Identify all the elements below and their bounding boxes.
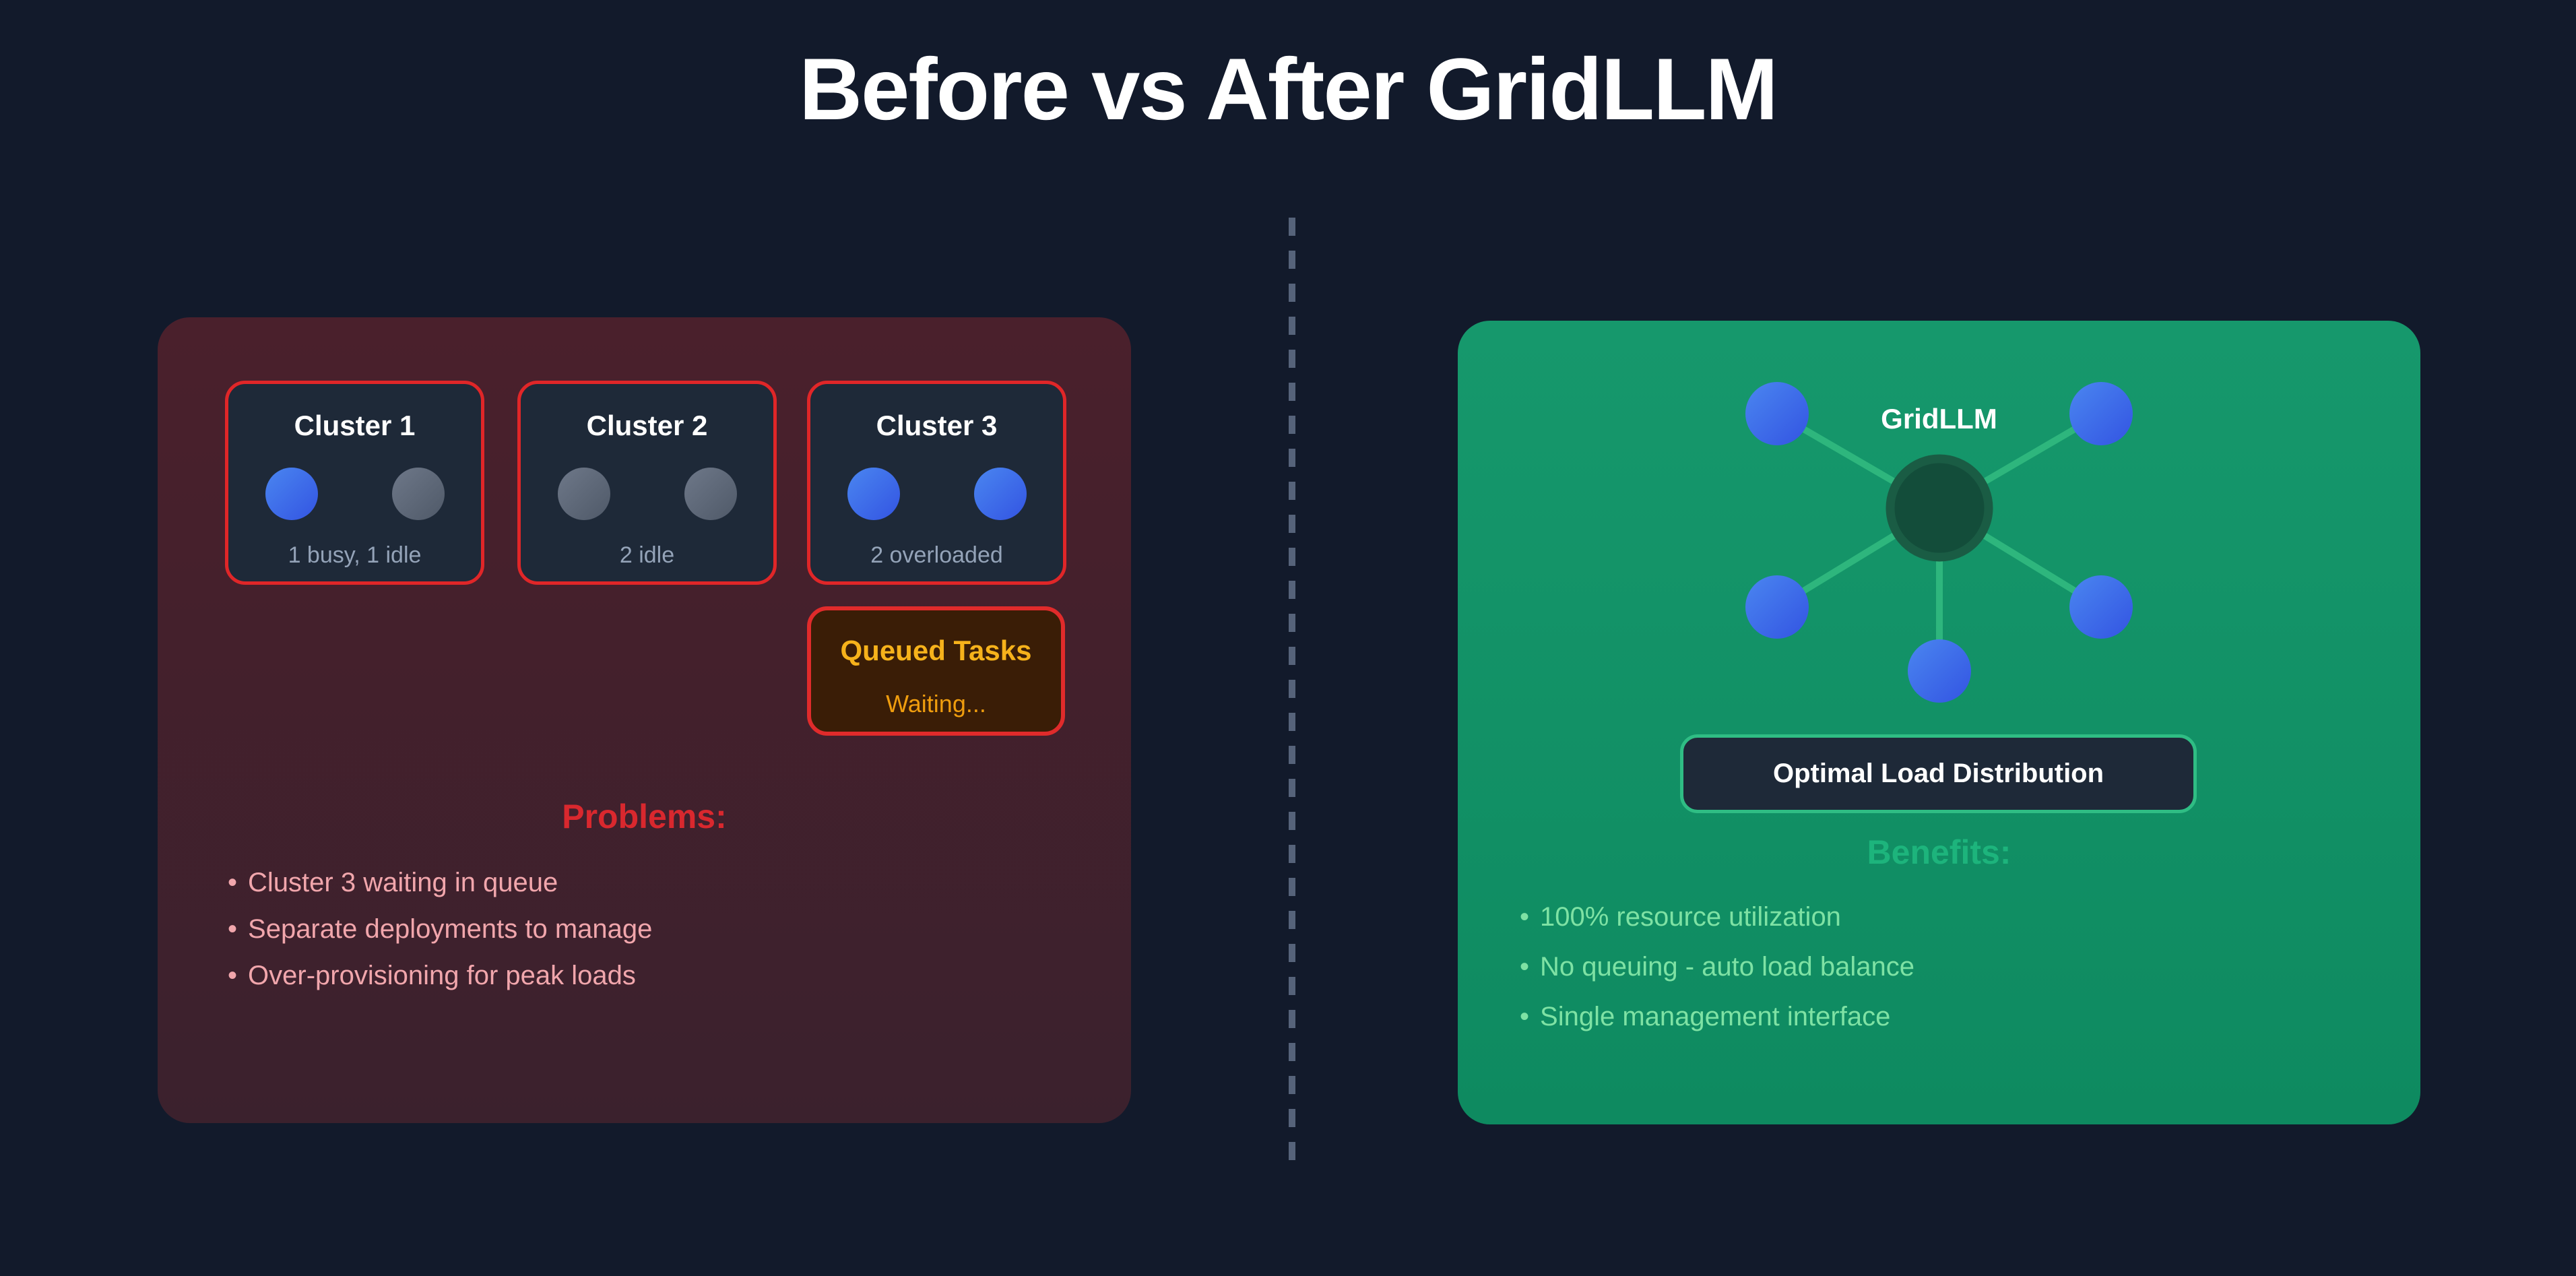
queued-tasks-title: Queued Tasks: [840, 635, 1032, 666]
cluster-title: Cluster 2: [586, 410, 708, 441]
cluster-status: 2 idle: [619, 542, 675, 568]
worker-node: [1908, 639, 1971, 703]
cluster-status: 1 busy, 1 idle: [288, 542, 422, 568]
cluster-status: 2 overloaded: [870, 542, 1003, 568]
worker-dot-idle: [684, 468, 737, 520]
list-item: • Cluster 3 waiting in queue: [228, 866, 652, 899]
hub-node: [1886, 454, 1993, 562]
list-item-text: Over-provisioning for peak loads: [248, 960, 636, 990]
before-panel: Cluster 1 1 busy, 1 idle Cluster 2 2 idl…: [158, 317, 1131, 1123]
list-item: • Single management interface: [1520, 1000, 1914, 1033]
list-item: • Separate deployments to manage: [228, 912, 652, 946]
gridllm-network-diagram: [1745, 382, 2133, 703]
benefits-heading: Benefits:: [1867, 833, 2011, 871]
cluster-title: Cluster 1: [294, 410, 416, 441]
cluster-card-2: Cluster 2 2 idle: [517, 381, 777, 585]
list-item-text: Cluster 3 waiting in queue: [248, 867, 558, 897]
worker-node: [2069, 382, 2133, 445]
hub-label: GridLLM: [1881, 403, 1997, 435]
bullet-icon: •: [228, 914, 238, 944]
problems-list: • Cluster 3 waiting in queue • Separate …: [228, 866, 652, 1005]
list-item-text: Separate deployments to manage: [248, 914, 653, 944]
queued-tasks-box: Queued Tasks Waiting...: [807, 606, 1065, 736]
list-item: • Over-provisioning for peak loads: [228, 959, 652, 992]
list-item-text: No queuing - auto load balance: [1540, 951, 1914, 982]
worker-nodes: [1745, 382, 2133, 703]
vertical-divider: [1289, 218, 1295, 1172]
worker-dot-busy: [265, 468, 318, 520]
queued-tasks-status: Waiting...: [886, 690, 986, 717]
bullet-icon: •: [1520, 951, 1530, 982]
bullet-icon: •: [228, 960, 238, 990]
worker-node: [1745, 575, 1809, 639]
list-item: • No queuing - auto load balance: [1520, 950, 1914, 984]
worker-dot-busy: [973, 468, 1027, 520]
page-title: Before vs After GridLLM: [799, 40, 1778, 138]
problems-heading: Problems:: [562, 798, 727, 835]
list-item: • 100% resource utilization: [1520, 900, 1914, 934]
bullet-icon: •: [1520, 901, 1530, 932]
worker-dots: [557, 468, 737, 520]
cluster-card-3: Cluster 3 2 overloaded: [807, 381, 1066, 585]
worker-dot-idle: [557, 468, 610, 520]
optimal-load-pill: Optimal Load Distribution: [1680, 734, 2197, 813]
benefits-list: • 100% resource utilization • No queuing…: [1520, 900, 1914, 1050]
worker-dot-busy: [847, 468, 900, 520]
cluster-card-1: Cluster 1 1 busy, 1 idle: [225, 381, 484, 585]
worker-dots: [847, 468, 1027, 520]
worker-dots: [265, 468, 445, 520]
bullet-icon: •: [1520, 1001, 1530, 1031]
worker-node: [2069, 575, 2133, 639]
worker-dot-idle: [391, 468, 445, 520]
bullet-icon: •: [228, 867, 238, 897]
after-panel: GridLLM Optimal Load Distribution Benefi…: [1458, 321, 2420, 1124]
worker-node: [1745, 382, 1809, 445]
list-item-text: Single management interface: [1540, 1001, 1891, 1031]
list-item-text: 100% resource utilization: [1540, 901, 1841, 932]
cluster-title: Cluster 3: [876, 410, 998, 441]
